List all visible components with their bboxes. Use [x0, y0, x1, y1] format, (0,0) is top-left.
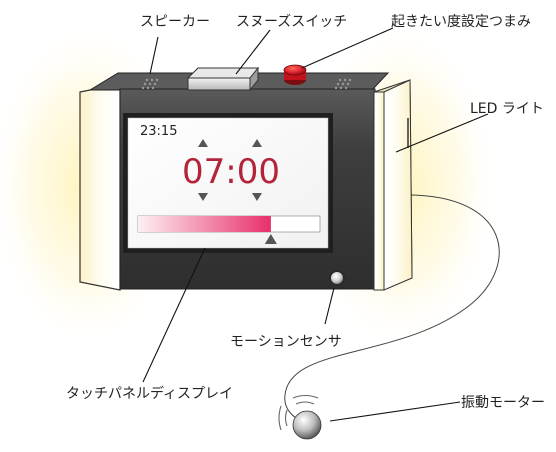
minute-up-arrow[interactable]: [252, 139, 262, 147]
label-wake-knob: 起きたい度設定つまみ: [391, 14, 531, 30]
leader-lines: [142, 27, 489, 422]
current-time: 23:15: [140, 124, 177, 139]
motor-cable: [284, 194, 500, 421]
vibration-motor: [292, 410, 322, 440]
hour-down-arrow[interactable]: [198, 193, 208, 201]
speaker-grille-left: [141, 78, 159, 90]
wake-level-knob[interactable]: [283, 64, 307, 85]
left-led-panel: [79, 83, 121, 291]
alarm-time: 07:00: [182, 152, 280, 192]
right-led-panel: [373, 91, 385, 291]
hour-up-arrow[interactable]: [198, 139, 208, 147]
label-snooze-switch: スヌーズスイッチ: [236, 14, 347, 30]
minute-down-arrow[interactable]: [252, 193, 262, 201]
label-touch-panel: タッチパネルディスプレイ: [66, 385, 233, 402]
label-led-light: LED ライト: [470, 101, 544, 117]
label-motion-sensor: モーションセンサ: [230, 334, 342, 350]
wake-level-slider[interactable]: [264, 234, 277, 244]
snooze-switch[interactable]: [186, 66, 260, 92]
vibration-lines: [278, 394, 319, 431]
motion-sensor: [331, 272, 343, 284]
label-speaker: スピーカー: [140, 14, 210, 30]
label-vibration-motor: 振動モーター: [461, 395, 545, 411]
right-led-panel-face: [383, 79, 413, 291]
wake-level-fill: [138, 216, 271, 232]
speaker-grille-right: [334, 78, 352, 90]
